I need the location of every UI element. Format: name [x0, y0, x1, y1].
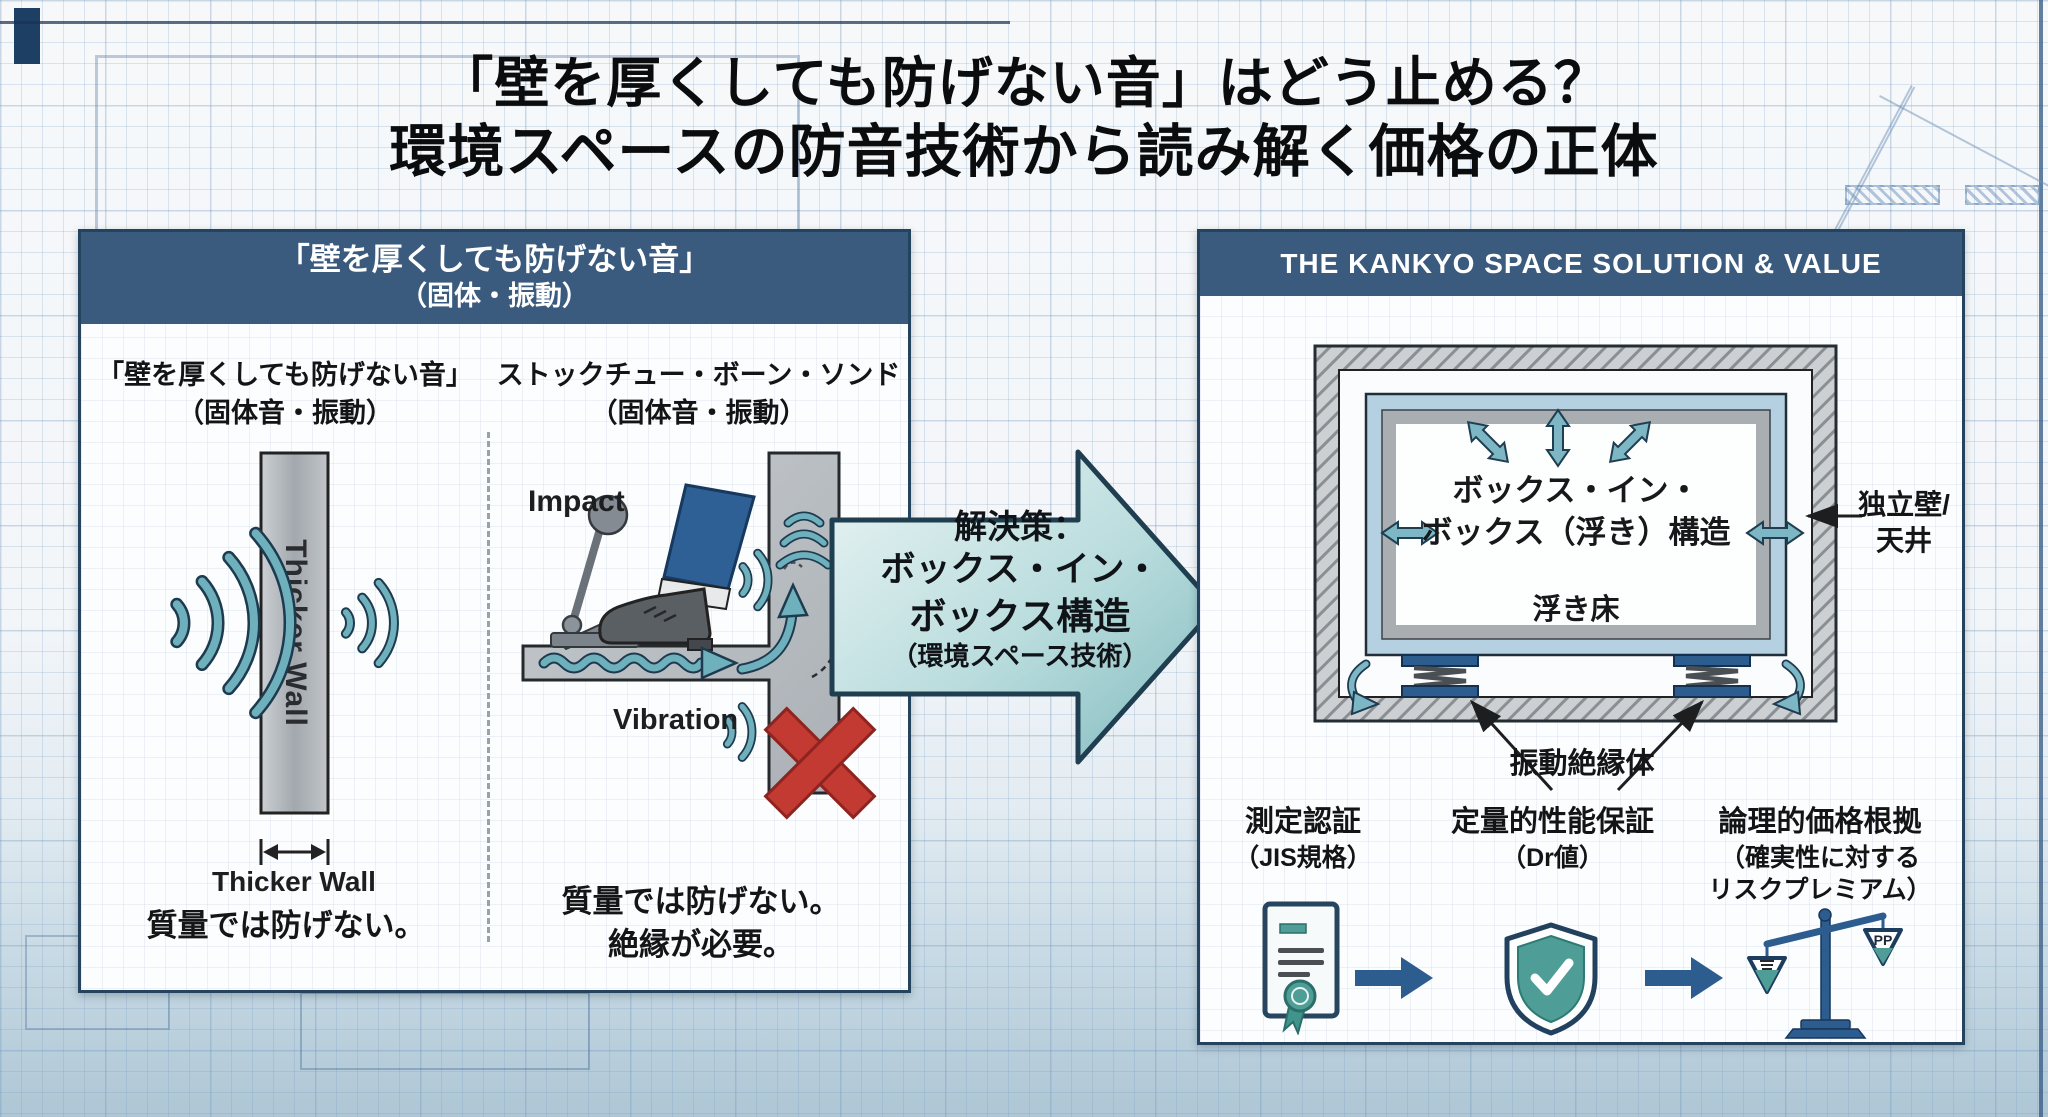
solution-panel-header: THE KANKYO SPACE SOLUTION & VALUE: [1200, 232, 1962, 296]
scales-icon: PP: [1747, 908, 1903, 1039]
isolator-pointer-line: [1469, 699, 1554, 792]
wall-label-line2: 天井: [1875, 525, 1932, 557]
solution-line1: 解決策：: [954, 508, 1086, 545]
shield-check-icon: [1504, 922, 1598, 1036]
thicker-wall-illustration: Thicker Wall: [170, 451, 399, 897]
isolator-pointer-line: [1616, 699, 1705, 792]
red-x-icon: [763, 706, 877, 820]
corner-curved-arrow-icon: [1771, 659, 1805, 716]
airborne-heading-line1: 「壁を厚くしても防げない音」: [97, 360, 473, 390]
foot-and-leg-icon: [598, 483, 756, 651]
dashed-accent-arrow: [811, 640, 838, 679]
floating-box-interior: [1396, 424, 1756, 625]
value-title: 測定認証: [1244, 806, 1361, 838]
vibration-isolator-label: 振動絶縁体: [1509, 748, 1655, 780]
solution-panel: THE KANKYO SPACE SOLUTION & VALUE: [1197, 229, 1965, 1045]
solution-arrow-text: 解決策： ボックス・イン・ ボックス構造 （環境スペース技術）: [830, 506, 1210, 674]
airborne-column-heading: 「壁を厚くしても防げない音」 （固体音・振動）: [89, 357, 481, 433]
page-title-line1: 「壁を厚くしても防げない音」はどう止める？: [438, 52, 1610, 114]
box-in-box-diagram: ボックス・イン・ ボックス（浮き）構造 浮き床 振動絶縁体: [1300, 338, 1865, 813]
blueprint-hatch-decoration: [1845, 185, 1940, 205]
value-title: 論理的価格根拠: [1718, 806, 1922, 838]
corner-curved-arrow-icon: [1347, 659, 1381, 716]
impact-waves-icon: [738, 548, 773, 612]
impact-vibration-illustration: Impact Vibration: [521, 451, 877, 820]
problem-panel: 「壁を厚くしても防げない音」 （固体・振動） 「壁を厚くしても防げない音」 （固…: [78, 229, 911, 993]
value-subtitle: （Dr値）: [1501, 843, 1604, 872]
structure-caption-line2: 絶縁が必要。: [608, 927, 794, 963]
blueprint-hatch-decoration: [1965, 185, 2040, 205]
box-in-box-svg: [1313, 344, 1862, 792]
certificate-icon: [1262, 901, 1340, 1035]
flow-arrow-icon: [1355, 957, 1433, 999]
structure-column-heading: ストックチュー・ボーン・ソンド （固体音・振動）: [491, 357, 906, 433]
blueprint-rectangle-decoration: [300, 992, 590, 1070]
value-item-certification: 測定認証 （JIS規格）: [1208, 804, 1398, 874]
floor-vibration-wave-arrow: [538, 646, 740, 680]
structure-caption: 質量では防げない。 絶縁が必要。: [501, 880, 901, 967]
box-label-line1: ボックス・イン・: [1452, 473, 1700, 508]
problem-header-line1: 「壁を厚くしても防げない音」: [278, 242, 711, 277]
incoming-sound-waves-icon: [170, 526, 297, 720]
spring-isolator-icon: [1673, 654, 1751, 698]
airborne-heading-line2: （固体音・振動）: [177, 397, 393, 428]
structure-caption-line1: 質量では防げない。: [561, 884, 841, 919]
top-line-decoration: [0, 21, 1010, 24]
wall-up-curved-arrow: [736, 581, 809, 675]
airborne-caption: 質量では防げない。: [146, 908, 426, 943]
solution-line2: ボックス・イン・: [880, 550, 1160, 590]
wall-label-line1: 独立壁/: [1858, 489, 1950, 520]
solution-arrow: 解決策： ボックス・イン・ ボックス構造 （環境スペース技術）: [828, 442, 1222, 772]
value-subtitle: リスクプレミアム）: [1708, 876, 1932, 905]
structure-heading-line1: ストックチュー・ボーン・ソンド: [496, 360, 901, 390]
dashed-accent-wave: [782, 561, 803, 570]
problem-panel-header: 「壁を厚くしても防げない音」 （固体・振動）: [81, 232, 908, 324]
big-right-arrow-icon: [829, 449, 1219, 765]
flow-arrow-icon: [1645, 957, 1723, 999]
solution-line4: （環境スペース技術）: [891, 641, 1149, 672]
value-subtitle: （JIS規格）: [1234, 843, 1372, 872]
spring-isolator-icon: [1401, 654, 1479, 698]
box-in-box-label: ボックス・イン・ ボックス（浮き）構造: [1366, 470, 1786, 554]
dimension-label: Thicker Wall: [212, 866, 376, 897]
structure-heading-line2: （固体音・振動）: [590, 397, 807, 428]
value-title: 定量的性能保証: [1450, 806, 1654, 838]
problem-header-line2: （固体・振動）: [400, 280, 589, 311]
column-divider: [487, 432, 490, 942]
vibration-waves-icon: [722, 702, 757, 762]
wall-waves-icon: [775, 511, 833, 570]
page-title-line2: 環境スペースの防音技術から読み解く価格の正体: [389, 120, 1659, 184]
solution-line3: ボックス構造: [909, 596, 1131, 638]
wall-dimension-arrow: [259, 839, 330, 865]
impact-label: Impact: [528, 485, 625, 518]
value-subtitle: （確実性に対する: [1719, 843, 1920, 872]
double-arrow-icon: [1380, 408, 1805, 546]
pan-badge-label: PP: [1874, 932, 1893, 948]
independent-wall-label: 独立壁/ 天井: [1848, 487, 1960, 560]
floating-floor-label: 浮き床: [1532, 594, 1620, 626]
vibration-label: Vibration: [613, 704, 738, 736]
value-item-performance: 定量的性能保証 （Dr値）: [1405, 804, 1700, 874]
transmitted-sound-waves-icon: [340, 577, 399, 669]
box-label-line2: ボックス（浮き）構造: [1421, 514, 1731, 550]
value-item-pricing: 論理的価格根拠 （確実性に対する リスクプレミアム）: [1690, 804, 1950, 907]
